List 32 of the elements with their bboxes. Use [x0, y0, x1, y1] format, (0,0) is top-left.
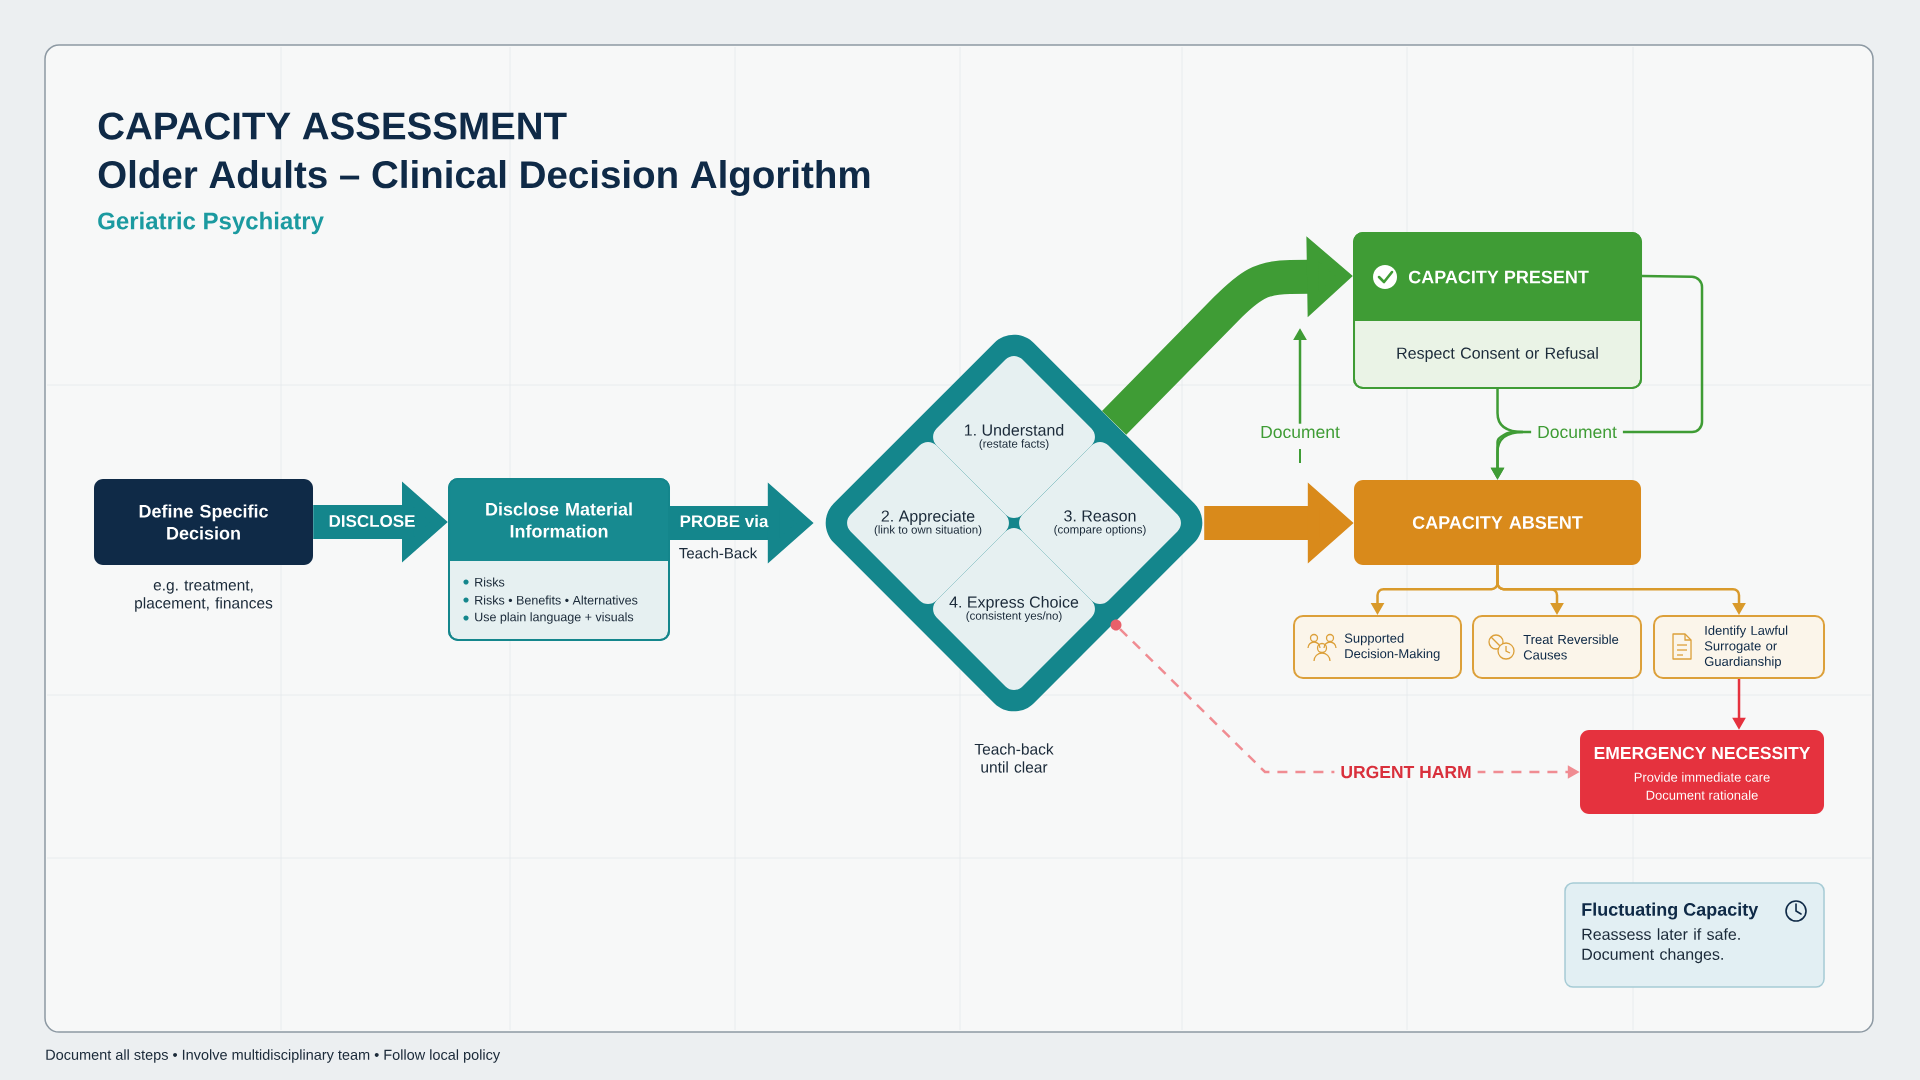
note-text: Document	[1261, 425, 1340, 439]
box-title: CAPACITY PRESENT	[1408, 270, 1589, 284]
node-label: (consistent yes/no)	[966, 611, 1062, 622]
box-title: Disclose Material Information	[486, 502, 632, 538]
outcome-box: CAPACITY ABSENT	[1354, 480, 1641, 565]
box-text: Supported Decision-Making	[1344, 633, 1440, 661]
title: CAPACITY ASSESSMENT	[98, 112, 567, 140]
box-text: Identify Lawful Surrogate or Guardianship	[1704, 625, 1788, 669]
alert-box	[1580, 730, 1824, 814]
subtitle: Geriatric Psychiatry	[98, 211, 324, 235]
list-item: Risks • Benefits • Alternatives	[475, 595, 638, 605]
action-box	[1472, 615, 1642, 679]
info-box	[448, 478, 670, 641]
outcome-box	[1353, 232, 1642, 389]
node-caption: e.g. treatment, placement, finances	[135, 580, 273, 612]
node-caption: Teach-back until clear	[974, 743, 1054, 773]
action-box	[1293, 615, 1462, 679]
box-text: Document rationale	[1646, 790, 1758, 800]
footer-note: Document all steps • Involve multidisciplinary team • Follow local policy	[46, 1049, 501, 1063]
decision-box: Define Specific Decision	[94, 479, 313, 565]
note-box	[1564, 882, 1825, 988]
box-title: Fluctuating Capacity	[1582, 902, 1759, 920]
list-item: Use plain language + visuals	[475, 612, 634, 624]
box-text: Treat Reversible Causes	[1523, 634, 1619, 660]
node-label: 1. Understand	[964, 424, 1064, 436]
title: Older Adults – Clinical Decision Algorithm	[98, 160, 870, 197]
action-box	[1653, 615, 1825, 679]
box-text: Reassess later if safe. Document changes.	[1582, 928, 1740, 964]
list-item: Risks	[475, 577, 505, 587]
box-text: Respect Consent or Refusal	[1397, 347, 1598, 362]
box-title: EMERGENCY NECESSITY	[1594, 746, 1811, 760]
box-text: Provide immediate care	[1634, 772, 1770, 782]
